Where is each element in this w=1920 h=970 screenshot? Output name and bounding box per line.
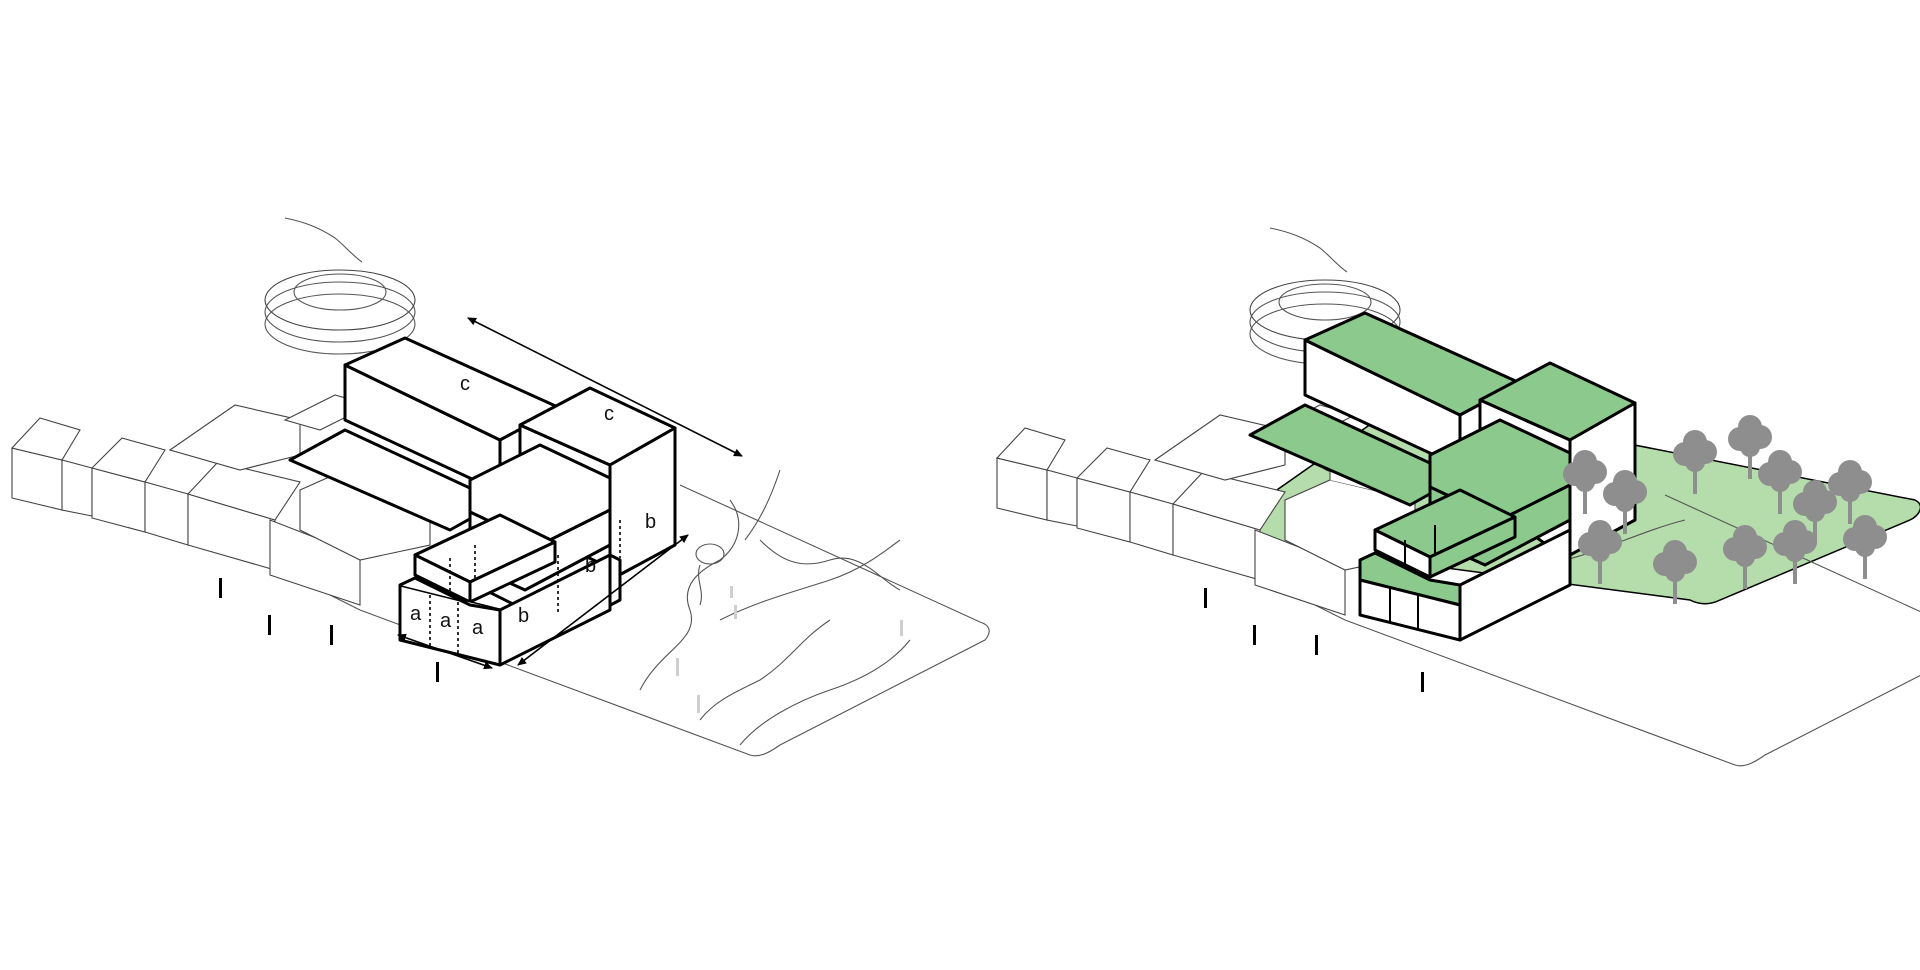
- label-a-3: a: [472, 617, 484, 639]
- green-roof-blocks: [1248, 311, 1637, 642]
- label-b-1: b: [645, 511, 656, 533]
- park-contours: [639, 469, 911, 746]
- label-c-1: c: [460, 373, 470, 395]
- massing-diagram-right: [996, 227, 1920, 767]
- label-c-2: c: [604, 403, 614, 425]
- label-b-3: b: [518, 605, 529, 627]
- label-a-2: a: [440, 610, 452, 632]
- label-a-1: a: [410, 603, 422, 625]
- label-b-2: b: [585, 555, 596, 577]
- massing-diagram-left: c c b b b a a a: [11, 217, 990, 757]
